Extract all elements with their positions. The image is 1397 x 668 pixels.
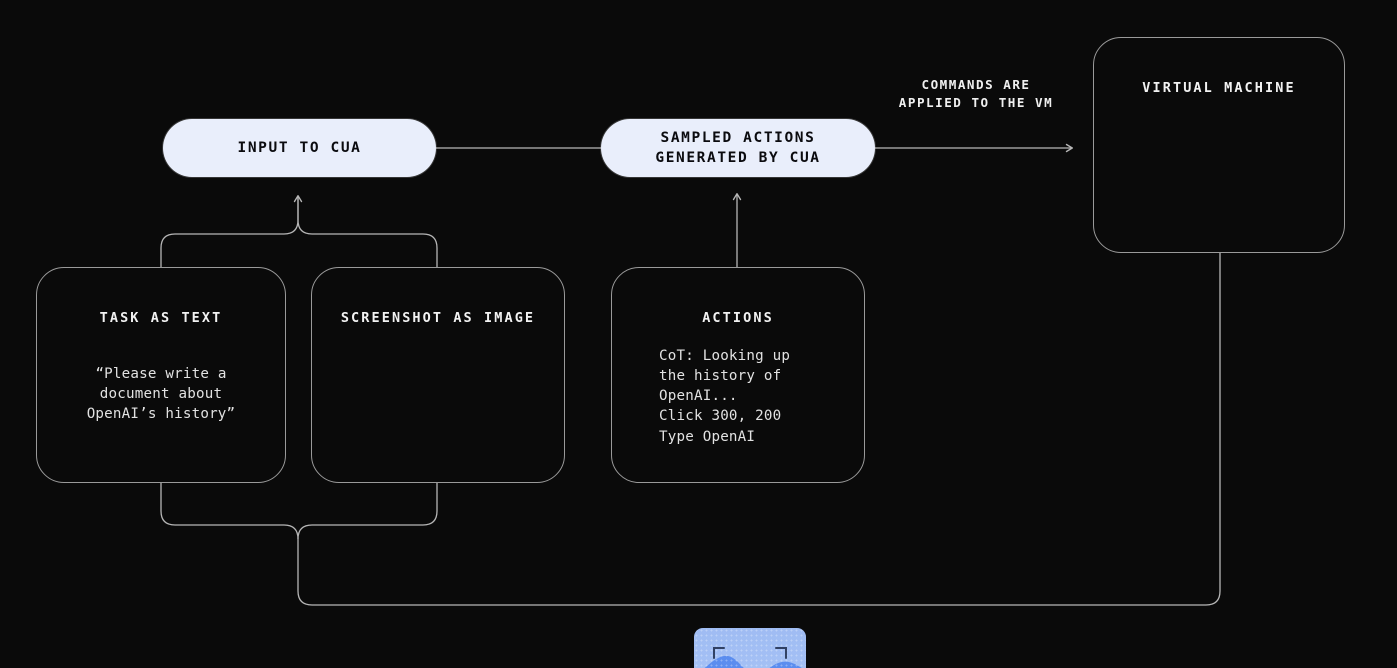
screenshot-thumbnail-icon — [694, 628, 806, 668]
sampled-actions-label: SAMPLED ACTIONS GENERATED BY CUA — [655, 130, 821, 166]
wire-screenshot-to-input — [297, 196, 438, 267]
thumbnail-texture — [694, 628, 806, 668]
node-sampled-actions[interactable]: SAMPLED ACTIONS GENERATED BY CUA — [601, 119, 875, 177]
input-to-cua-label: INPUT TO CUA — [237, 140, 362, 156]
wire-feedback-to-screenshot — [297, 483, 438, 540]
node-input-to-cua[interactable]: INPUT TO CUA — [163, 119, 436, 177]
node-task-as-text[interactable]: TASK AS TEXT “Please write a document ab… — [36, 267, 286, 483]
actions-body: CoT: Looking up the history of OpenAI...… — [659, 348, 791, 445]
node-screenshot-as-image[interactable]: SCREENSHOT AS IMAGE — [311, 267, 806, 668]
screenshot-as-image-title: SCREENSHOT AS IMAGE — [340, 310, 536, 326]
task-as-text-body: “Please write a document about OpenAI’s … — [86, 366, 236, 423]
node-actions[interactable]: ACTIONS CoT: Looking up the history of O… — [611, 267, 865, 483]
actions-title: ACTIONS — [702, 310, 774, 326]
node-virtual-machine[interactable]: VIRTUAL MACHINE — [1093, 37, 1345, 253]
task-as-text-title: TASK AS TEXT — [99, 310, 223, 326]
wire-task-to-input — [160, 195, 303, 267]
virtual-machine-title: VIRTUAL MACHINE — [1142, 80, 1296, 96]
annotation-commands-applied: COMMANDS ARE APPLIED TO THE VM — [898, 77, 1054, 110]
